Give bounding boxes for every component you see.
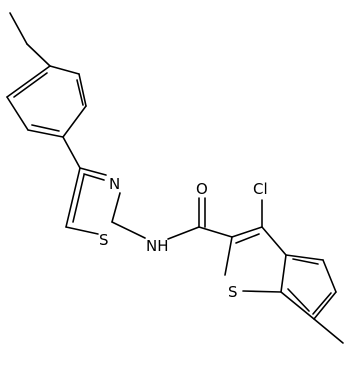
thiazole-ring xyxy=(65,167,121,235)
fused-benzene-ring xyxy=(280,254,337,320)
carbonyl-oxygen-label: O xyxy=(196,180,208,198)
thiazole-nitrogen-label: N xyxy=(109,175,120,193)
chlorine-label: Cl xyxy=(253,180,268,198)
amide-group xyxy=(167,197,206,240)
thiazole-sulfur-label: S xyxy=(99,231,109,249)
benzothiophene-sulfur-label: S xyxy=(228,283,238,301)
thiazole-nh-bond xyxy=(111,221,146,239)
amide-nh-label: NH xyxy=(146,237,169,255)
ethyl-group xyxy=(9,12,51,67)
phenyl-ring xyxy=(6,65,87,138)
methyl-group xyxy=(313,318,344,344)
amide-thiophene-bond xyxy=(198,226,233,238)
thiophene-ring xyxy=(224,226,287,293)
phenyl-thiazole-bond xyxy=(62,136,81,169)
